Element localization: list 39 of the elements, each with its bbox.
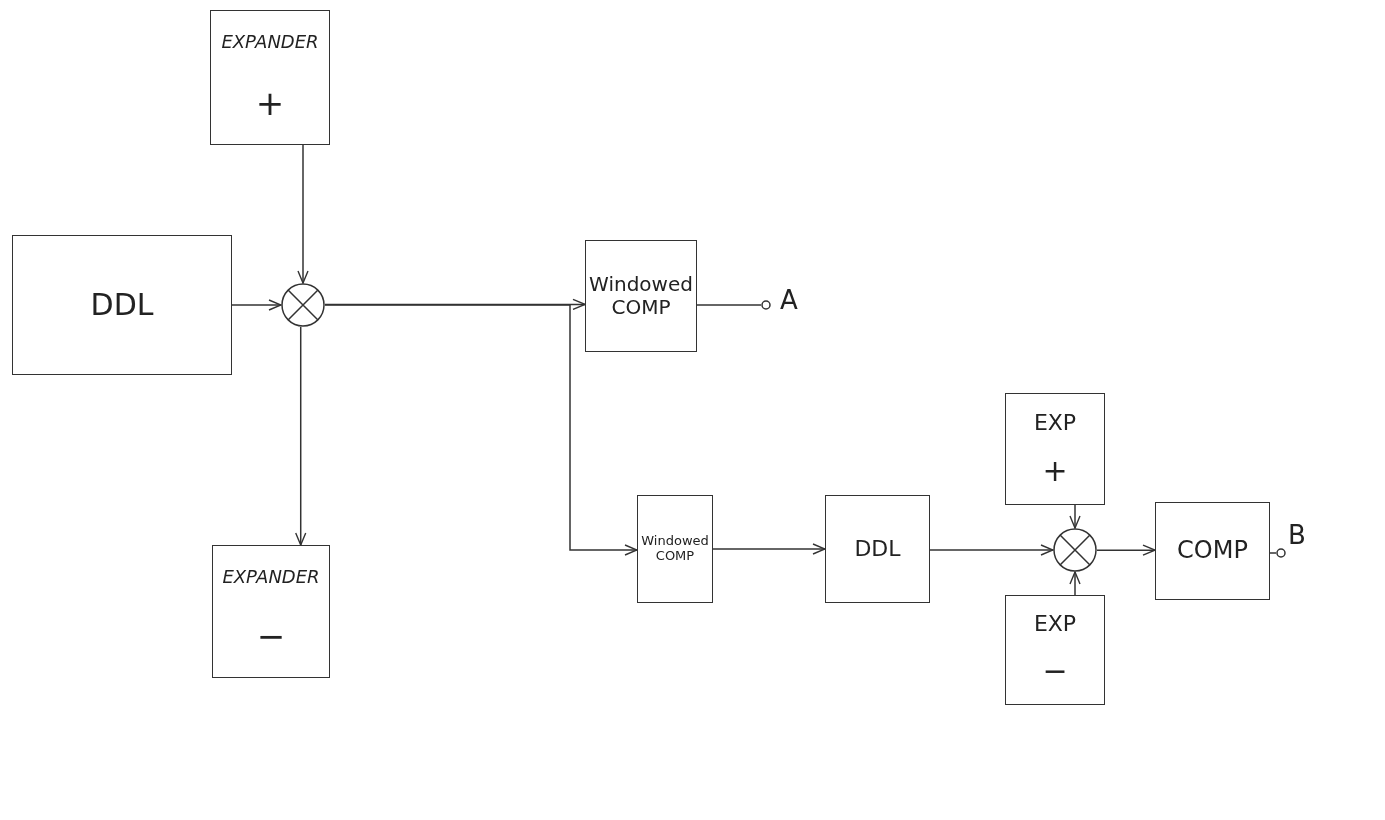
process-box (825, 495, 930, 603)
sign-label: − (1042, 654, 1068, 689)
terminal-circle (761, 300, 771, 310)
terminal-label: A (780, 285, 798, 315)
process-box (210, 10, 330, 145)
block-label: DDL (854, 536, 901, 562)
terminal-label: B (1288, 520, 1306, 550)
process-box (212, 545, 330, 678)
process-box (1005, 595, 1105, 705)
sign-label: + (255, 83, 285, 123)
arrow (1069, 504, 1081, 529)
connector-line (696, 304, 762, 306)
arrow (324, 304, 638, 556)
block-label: EXPANDER (222, 566, 320, 588)
arrow (712, 543, 826, 555)
arrow (295, 326, 307, 546)
block-label: EXP (1033, 409, 1077, 435)
multiplier-circle (281, 283, 325, 327)
process-box (585, 240, 697, 352)
terminal-circle (1276, 548, 1286, 558)
arrow (297, 144, 309, 284)
block-label: Windowed COMP (641, 534, 709, 564)
connector-line (1269, 552, 1277, 554)
process-box (12, 235, 232, 375)
block-label: EXP (1033, 611, 1077, 637)
process-box (637, 495, 713, 603)
block-label: EXPANDER (221, 32, 319, 53)
arrow (929, 544, 1054, 556)
block-label: Windowed COMP (589, 273, 693, 319)
arrow (1069, 571, 1081, 596)
block-label: COMP (1177, 537, 1248, 565)
arrow (1096, 544, 1156, 556)
block-label: DDL (90, 287, 154, 323)
arrow (231, 299, 282, 311)
process-box (1155, 502, 1270, 600)
sign-label: − (256, 617, 286, 657)
process-box (1005, 393, 1105, 505)
sign-label: + (1042, 453, 1068, 489)
multiplier-circle (1053, 528, 1097, 572)
